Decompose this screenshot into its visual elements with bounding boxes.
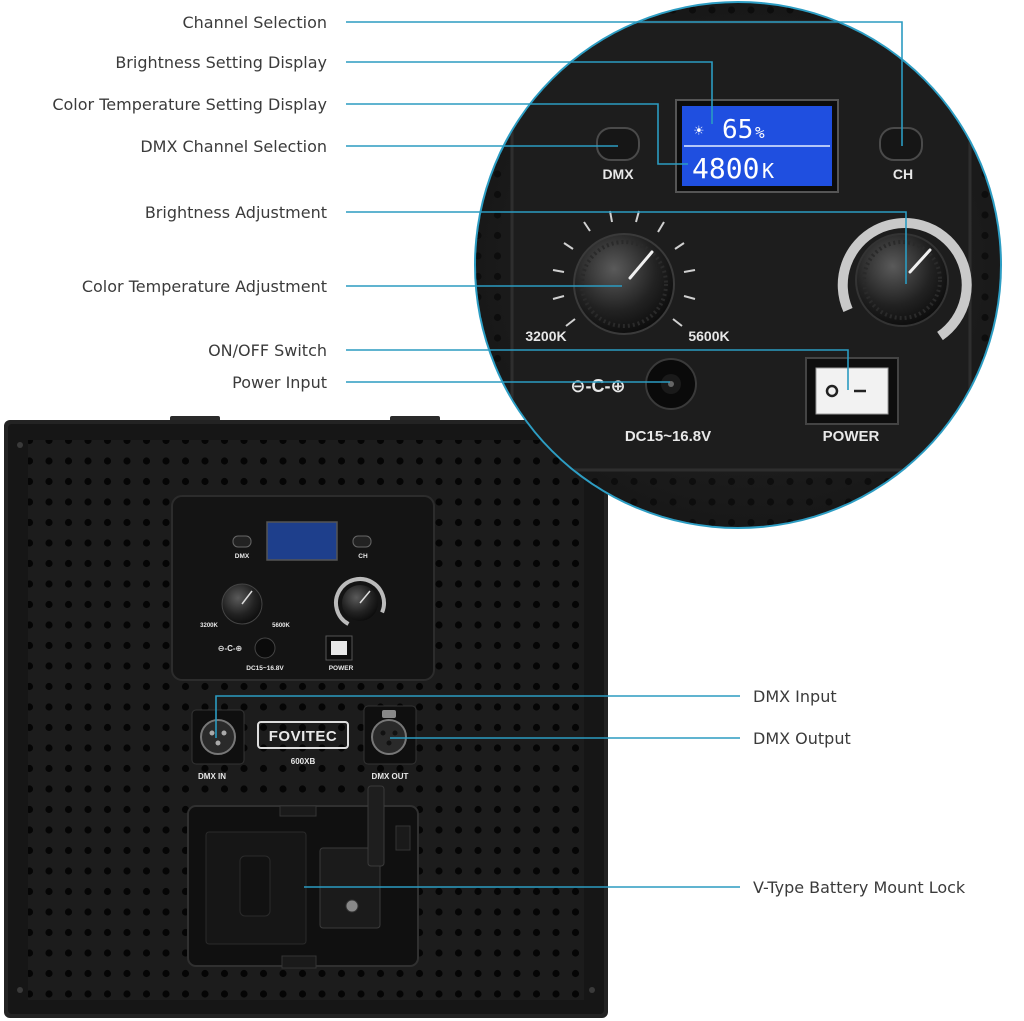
callout-dmx-output: DMX Output — [753, 729, 851, 748]
knob-max-label: 5600K — [688, 328, 729, 344]
ch-button[interactable] — [879, 127, 923, 161]
light-panel: DMX CH 3200K 5600K ⊖-C-⊕ DC15~16.8V POWE… — [4, 416, 608, 1018]
dmx-out-label: DMX OUT — [372, 772, 409, 781]
lcd-color-temp: 4800 — [692, 152, 759, 185]
device-ch-button[interactable] — [352, 535, 372, 548]
battery-lock[interactable] — [319, 847, 381, 929]
dmx-in-label: DMX IN — [198, 772, 226, 781]
leader-brightness-adjust — [346, 211, 907, 284]
ch-button-label: CH — [893, 166, 913, 182]
knob-min-label: 3200K — [525, 328, 566, 344]
lcd-color-temp-unit: K — [762, 159, 774, 183]
leader-lines — [215, 21, 907, 888]
dc-label: DC15~16.8V — [625, 428, 711, 445]
dmx-button-label: DMX — [602, 166, 634, 182]
callout-labels-right: DMX Input DMX Output V-Type Battery Moun… — [753, 687, 966, 897]
polarity-icon: ⊖-C-⊕ — [570, 376, 625, 396]
callout-dmx-input: DMX Input — [753, 687, 837, 706]
device-dc-jack[interactable] — [254, 637, 276, 659]
leader-dmx-input — [215, 695, 740, 738]
device-dc-label: DC15~16.8V — [246, 665, 284, 672]
callout-power-input: Power Input — [232, 373, 327, 392]
leader-color-temp-display — [346, 103, 688, 165]
brand-logo-frame — [257, 721, 349, 749]
knob-ticks — [552, 210, 696, 327]
callout-channel-selection: Channel Selection — [182, 13, 327, 32]
callout-dmx-channel: DMX Channel Selection — [140, 137, 327, 156]
screw — [17, 442, 23, 448]
screw — [589, 987, 595, 993]
zoom-detail: ☀ 65 % 4800 K DMX CH — [474, 1, 1002, 529]
leader-brightness-display — [346, 61, 713, 124]
leader-channel-selection — [346, 21, 903, 146]
brightness-knob-indicator — [908, 248, 932, 274]
callout-brightness-adjust: Brightness Adjustment — [145, 203, 327, 222]
callout-brightness-display: Brightness Setting Display — [115, 53, 327, 72]
device-brightness-ring — [334, 577, 386, 629]
brightness-ring — [837, 218, 972, 341]
device-dmx-label: DMX — [235, 553, 250, 560]
lcd-brightness-unit: % — [755, 123, 765, 142]
callout-on-off: ON/OFF Switch — [208, 341, 327, 360]
lcd-brightness: 65 — [722, 115, 753, 145]
battery-lock-lever[interactable] — [367, 785, 385, 867]
device-knob-min-label: 3200K — [200, 623, 218, 629]
callout-color-temp-display: Color Temperature Setting Display — [52, 95, 327, 114]
device-ch-label: CH — [358, 553, 368, 560]
off-icon — [825, 384, 839, 398]
brand-logo: FOVITEC — [269, 728, 338, 745]
device-lcd — [266, 521, 338, 561]
device-power-label: POWER — [329, 665, 354, 672]
sun-icon: ☀ — [694, 121, 704, 140]
device-polarity-icon: ⊖-C-⊕ — [218, 644, 243, 653]
callout-color-temp-adjust: Color Temperature Adjustment — [82, 277, 327, 296]
power-label: POWER — [823, 428, 880, 445]
device-dmx-button[interactable] — [232, 535, 252, 548]
screw — [17, 987, 23, 993]
color-temp-knob-indicator — [628, 250, 654, 280]
model-label: 600XB — [291, 757, 316, 766]
color-temp-knob[interactable] — [573, 233, 675, 335]
callout-labels-left: Channel Selection Brightness Setting Dis… — [52, 13, 327, 392]
brightness-knob[interactable] — [855, 233, 949, 327]
dmx-button[interactable] — [596, 127, 640, 161]
leader-on-off — [346, 349, 849, 390]
device-knob-max-label: 5600K — [272, 623, 290, 629]
callout-battery-lock: V-Type Battery Mount Lock — [753, 878, 966, 897]
